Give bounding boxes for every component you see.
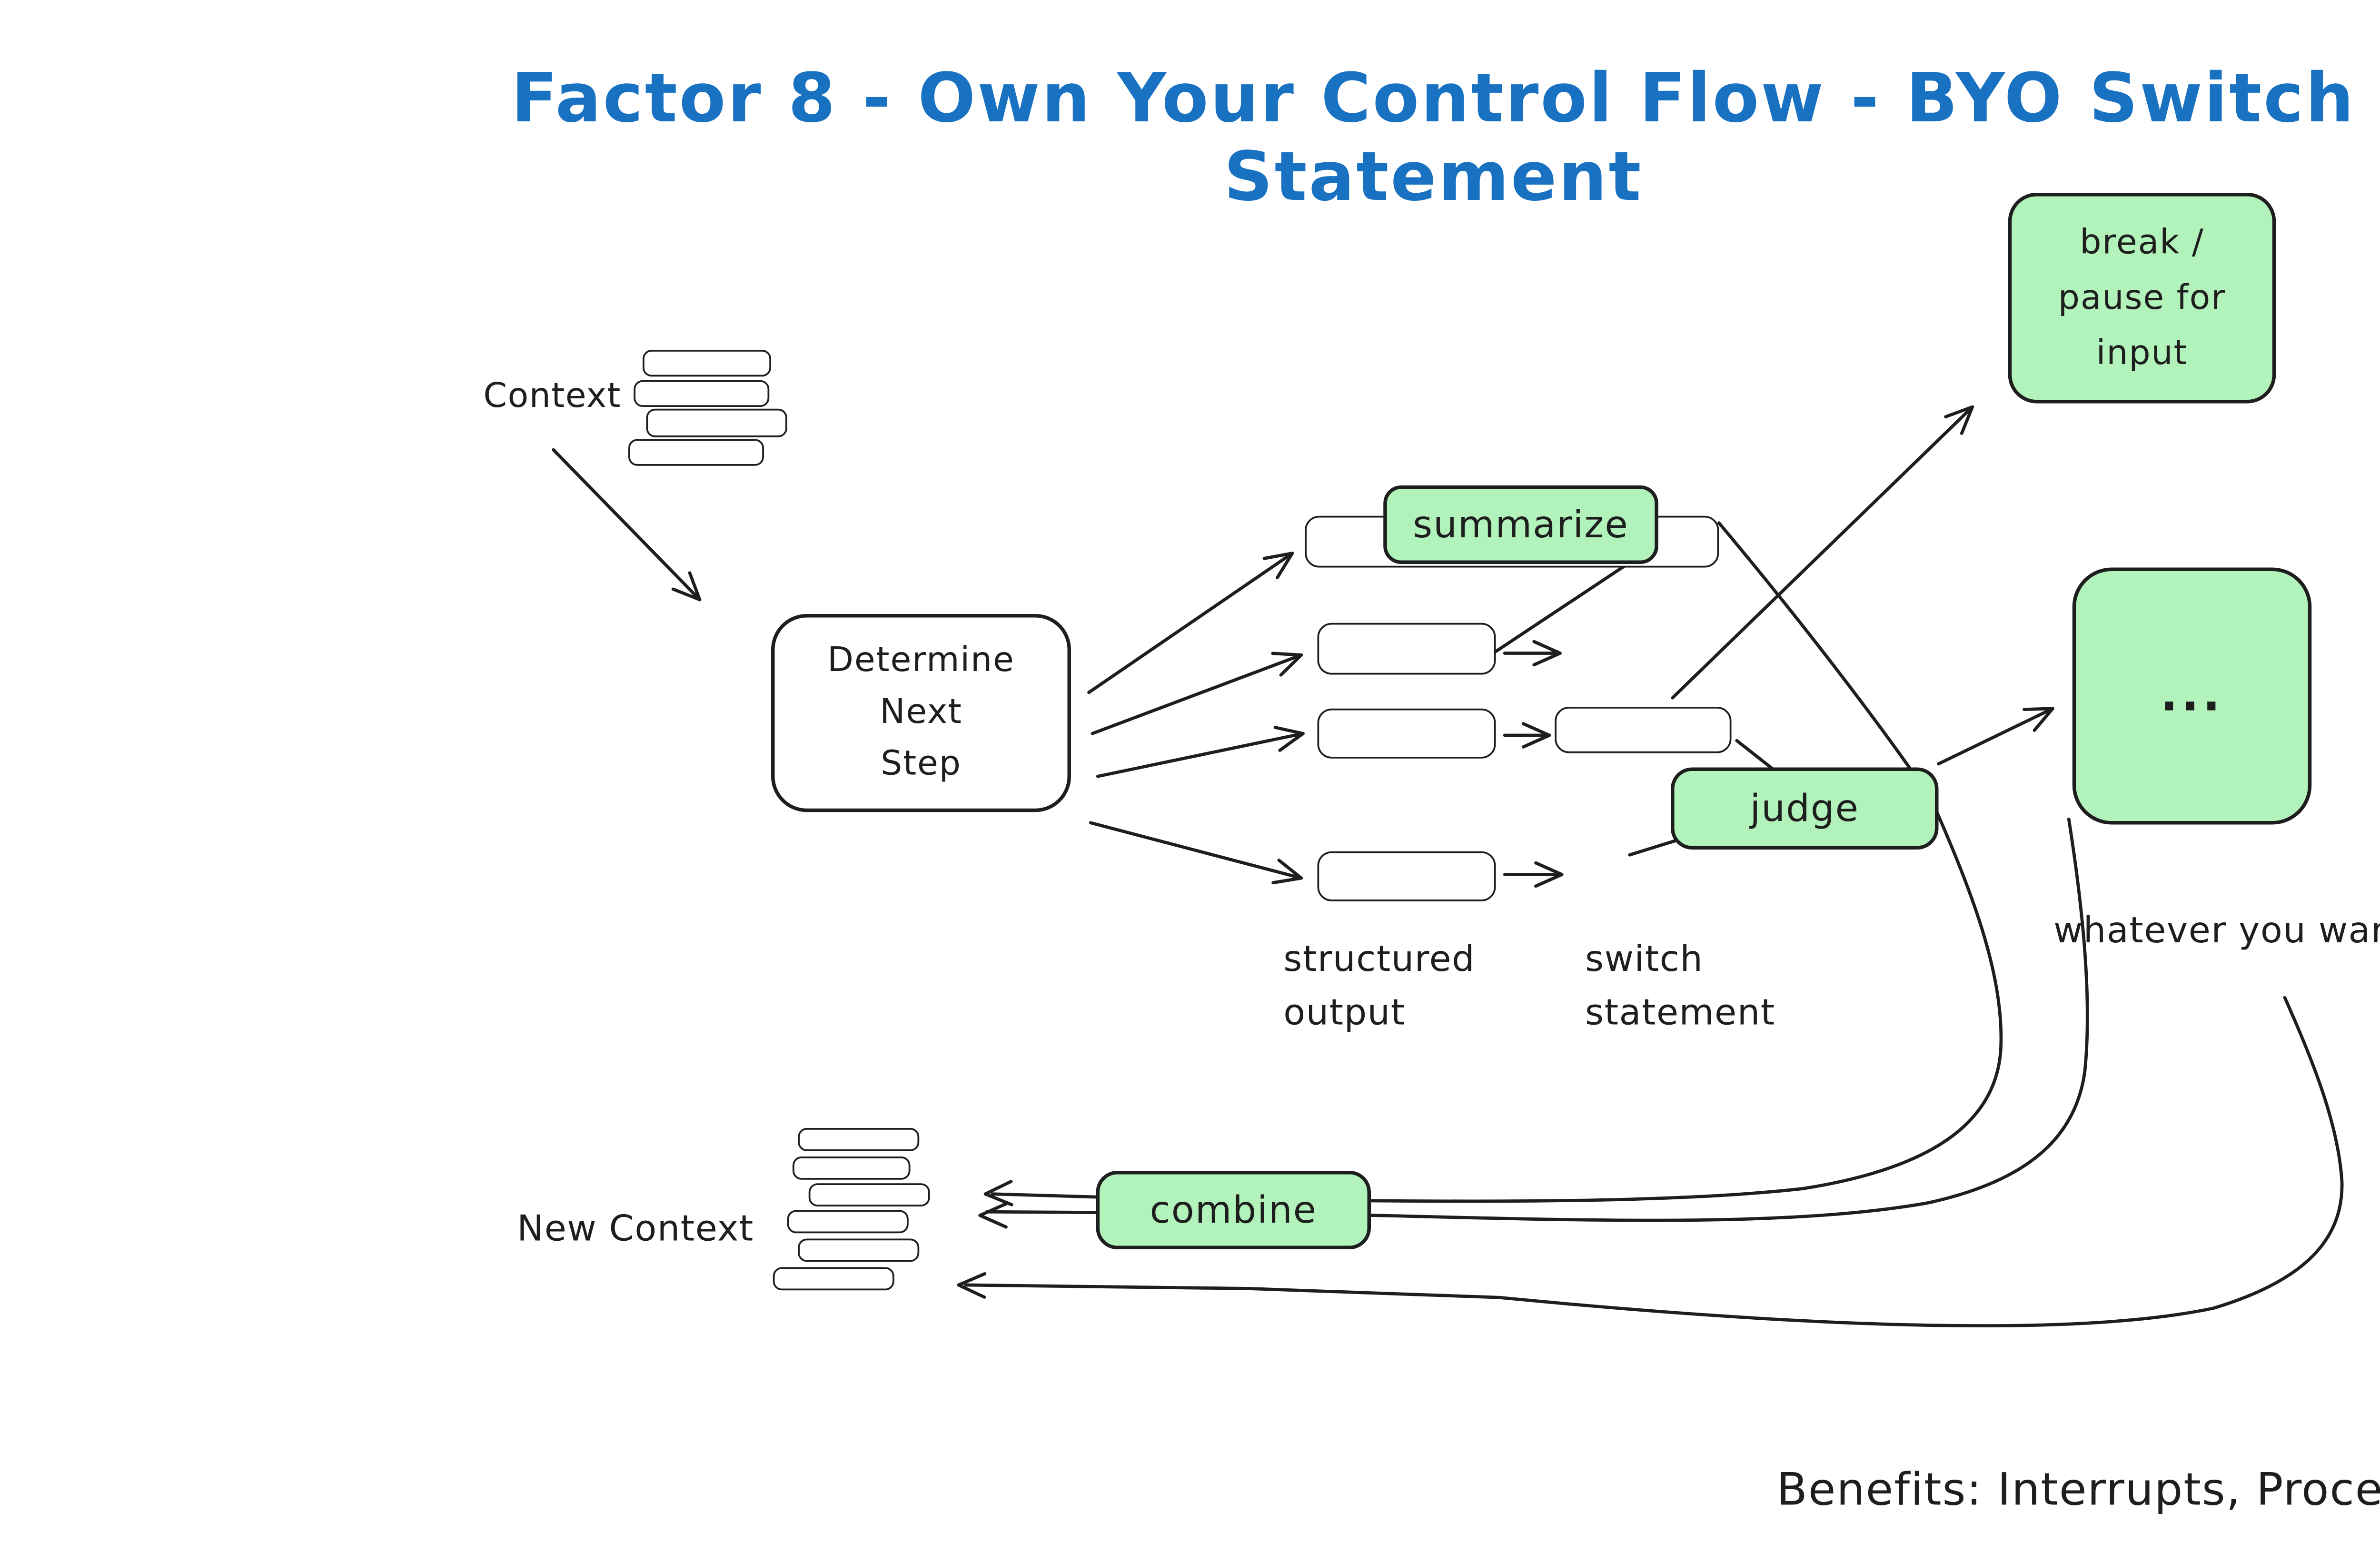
break-pause-line-2: pause for <box>2058 277 2226 317</box>
edge-dots-to-combine <box>985 817 2089 1222</box>
break-pause-line-3: input <box>2096 333 2188 372</box>
edge-determine-to-slot-2 <box>1091 653 1303 735</box>
structured-output-caption: structured output <box>1283 932 1475 1039</box>
edge-whatever-to-new-context-arrowhead <box>957 1272 987 1299</box>
edge-summarize-to-combine <box>991 521 2003 1203</box>
new-context-label: New Context <box>517 1206 754 1249</box>
edge-slot-3-to-switch-box-arrowhead <box>1521 722 1551 749</box>
structured-output-slot-3 <box>1317 708 1496 759</box>
edge-whatever-to-new-context <box>964 996 2344 1328</box>
context-stack-item-4 <box>628 439 764 466</box>
whatever-you-want-label: whatever you want <box>2053 908 2380 951</box>
structured-output-caption-line-2: output <box>1283 990 1406 1034</box>
structured-output-slot-4 <box>1317 851 1496 901</box>
new-context-stack-item-4 <box>787 1210 909 1234</box>
summarize-label: summarize <box>1413 503 1629 546</box>
edge-dots-to-combine-arrowhead <box>978 1202 1008 1229</box>
edge-determine-to-slot-2-arrowhead <box>1271 652 1303 677</box>
edge-judge-to-dots-arrowhead <box>2023 707 2054 732</box>
context-stack-item-2 <box>634 380 770 407</box>
edge-slot-4-out-arrowhead <box>1534 861 1564 888</box>
switch-statement-caption-line-2: statement <box>1585 990 1775 1034</box>
edge-judge-to-dots <box>1937 707 2054 766</box>
new-context-stack-item-3 <box>808 1183 930 1206</box>
edge-determine-to-slot-3 <box>1096 731 1305 778</box>
combine-box: combine <box>1096 1171 1371 1249</box>
switch-target-box <box>1555 707 1732 753</box>
new-context-stack-item-2 <box>793 1156 911 1180</box>
new-context-stack-item-6 <box>773 1267 894 1291</box>
break-pause-line-1: break / <box>2080 222 2204 262</box>
determine-line-1: Determine <box>827 641 1015 680</box>
edge-context-to-determine <box>552 448 702 602</box>
switch-statement-caption: switch statement <box>1585 932 1775 1039</box>
break-pause-box: break / pause for input <box>2008 193 2276 404</box>
judge-box: judge <box>1671 767 1939 850</box>
context-stack-item-3 <box>646 408 787 437</box>
structured-output-slot-2 <box>1317 623 1496 675</box>
benefits-caption: Benefits: Interrupts, Process Control <box>1776 1463 2380 1515</box>
diagram-title: Factor 8 - Own Your Control Flow - BYO S… <box>511 59 2356 216</box>
edge-determine-to-summarize-slot <box>1087 552 1294 694</box>
edge-determine-to-slot-3-arrowhead <box>1273 726 1305 752</box>
new-context-stack-item-5 <box>798 1238 920 1262</box>
context-label: Context <box>483 376 621 416</box>
determine-line-2: Next <box>880 692 962 732</box>
edge-determine-to-slot-4 <box>1089 821 1303 880</box>
switch-statement-caption-line-1: switch <box>1585 937 1704 980</box>
edge-determine-to-slot-4-arrowhead <box>1271 859 1303 885</box>
edge-switch-to-break-pause-arrowhead <box>1944 405 1974 435</box>
determine-line-3: Step <box>881 744 962 784</box>
edge-slot-4-to-judge <box>1628 837 1683 857</box>
combine-label: combine <box>1150 1188 1318 1232</box>
edge-determine-to-summarize-slot-arrowhead <box>1262 552 1294 579</box>
edge-slot-2-out-arrowhead <box>1532 640 1562 667</box>
edge-context-to-determine-arrowhead <box>671 571 702 602</box>
edge-switch-to-break-pause <box>1671 405 1974 700</box>
judge-label: judge <box>1750 787 1860 830</box>
ellipsis-label: ... <box>2160 669 2224 723</box>
anything-else-box: ... <box>2072 567 2312 825</box>
structured-output-caption-line-1: structured <box>1283 937 1476 980</box>
summarize-box: summarize <box>1383 485 1658 564</box>
new-context-stack-item-1 <box>798 1128 920 1151</box>
context-stack-item-1 <box>643 350 771 377</box>
determine-next-step-box: Determine Next Step <box>771 614 1071 812</box>
